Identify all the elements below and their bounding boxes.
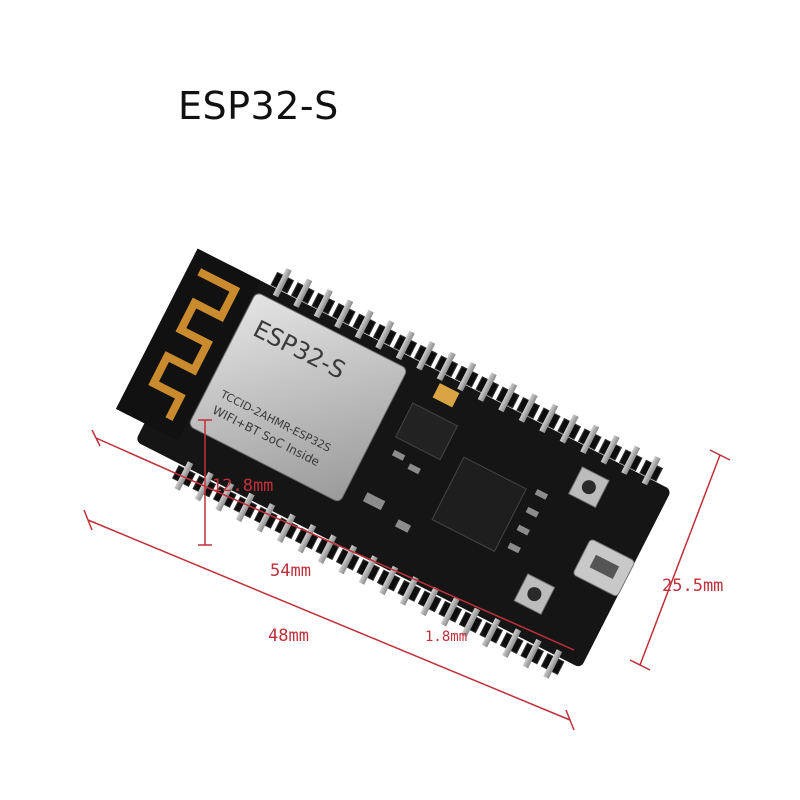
header-pin [313,288,333,319]
dim-pitch-label: 1.8mm [425,629,467,645]
dim-width-label: 25.5mm [662,576,723,596]
dim-height-label: 12.8mm [212,476,273,496]
header-pin [461,607,481,637]
header-pin [297,523,317,554]
header-pin [477,372,497,402]
antenna [115,248,260,441]
header-pin [580,424,600,455]
capacitor [432,383,460,408]
header-pin [481,617,501,648]
header-pin [317,534,337,564]
header-pin [174,461,194,491]
header-pin [502,628,522,658]
header-pin [272,267,292,298]
header-pin [235,492,255,523]
pin-header-top [270,267,664,486]
header-pin [457,361,477,392]
header-pin [354,309,374,340]
header-pin [559,414,579,444]
header-pin [498,382,518,413]
header-pin [334,299,354,329]
header-pin [379,565,399,596]
header-pin [399,576,419,606]
dim-length-total-label: 54mm [270,561,311,581]
header-pin [276,513,296,543]
header-pin [358,555,378,585]
product-title: ESP32-S [178,84,339,128]
header-pin [215,482,235,512]
header-pin [522,638,542,669]
ldo-chip [394,402,459,461]
header-pin [416,341,436,371]
dimension-lines [83,419,731,731]
boot-button-cap [581,480,596,495]
header-pin [375,320,395,350]
header-pin [543,649,563,679]
header-pin [518,393,538,423]
header-pin [621,445,641,475]
header-pin [440,597,460,627]
header-pin [539,403,559,434]
usb-uart-chip [431,456,527,552]
header-pin [395,330,415,361]
en-button-cap [527,587,542,602]
header-pin [293,278,313,308]
header-pin [641,455,661,486]
header-pin [436,351,456,381]
header-pin [420,586,440,617]
dim-length-pins-label: 48mm [268,626,309,646]
header-pin [256,503,276,533]
esp32-board: ESP32-S TCCID-2AHMR-ESP32S WIFI+BT SoC I… [115,248,670,679]
header-pin [600,435,620,465]
